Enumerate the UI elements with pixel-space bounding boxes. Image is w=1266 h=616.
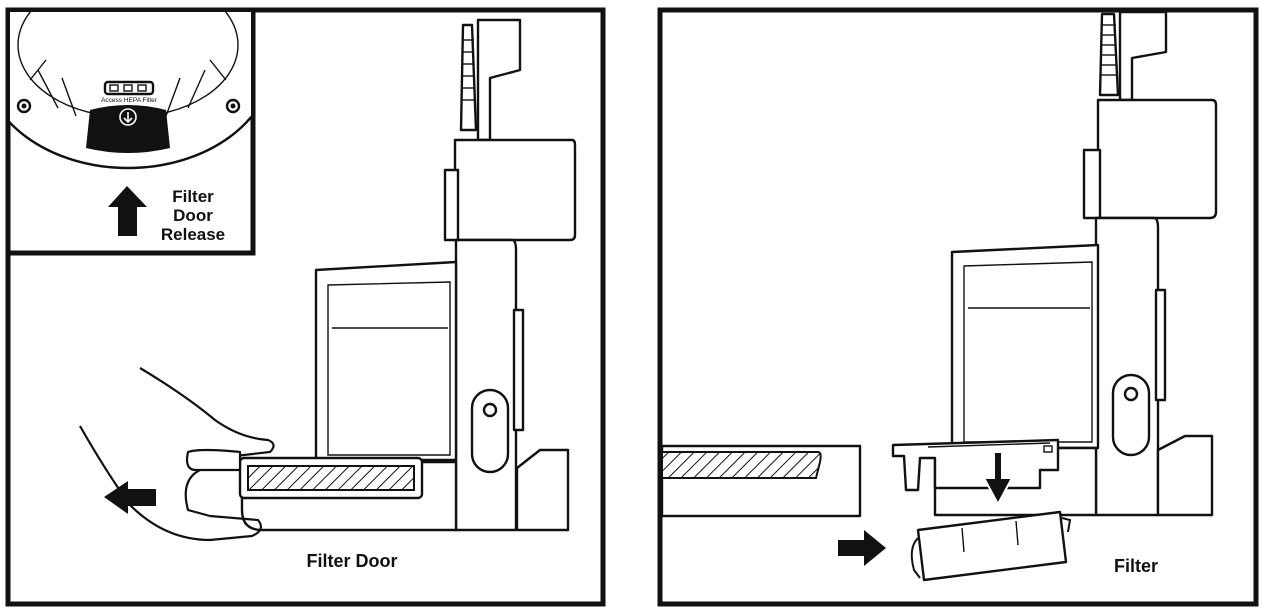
access-hepa-filter-text: Access HEPA Filter [101,97,158,104]
caption-filter-door: Filter Door [306,551,397,571]
panel-left: Access HEPA Filter Filter Door Release F… [0,0,603,604]
release-label-line-2: Door [173,206,213,225]
release-label-line-1: Filter [172,187,214,206]
release-label-line-3: Release [161,225,225,244]
panel-right: Filter [660,10,1256,604]
caption-filter: Filter [1114,556,1158,576]
inset-filter-door-release: Access HEPA Filter Filter Door Release [0,0,273,253]
nozzle-left-piece [662,446,860,516]
